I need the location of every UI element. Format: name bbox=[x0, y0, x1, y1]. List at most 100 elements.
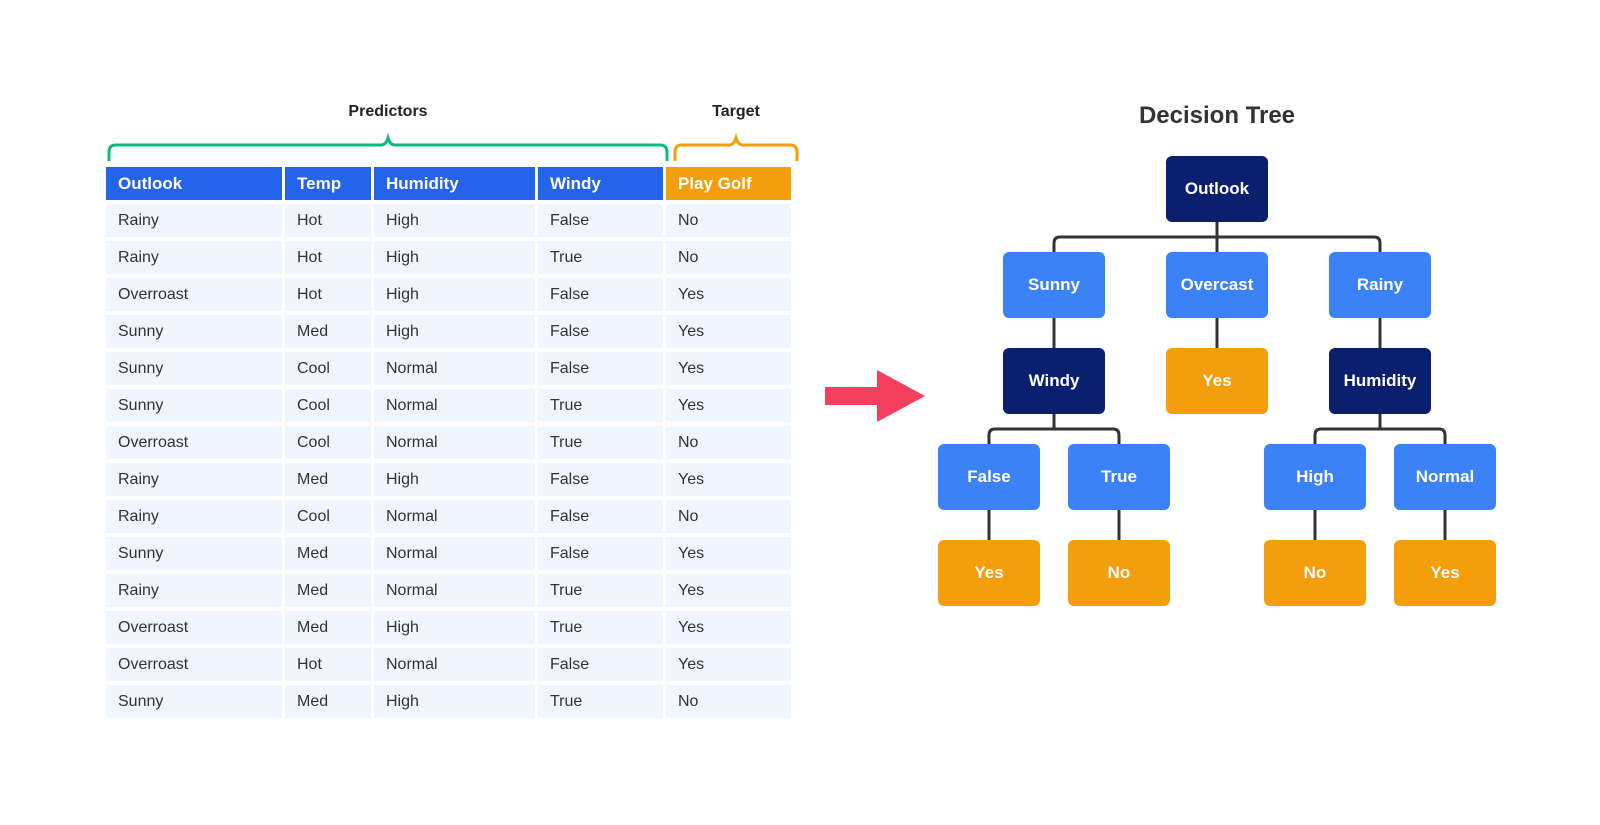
cell-play-golf: No bbox=[666, 500, 791, 533]
cell-humidity: Normal bbox=[374, 500, 535, 533]
cell-outlook: Rainy bbox=[106, 574, 282, 607]
cell-humidity: High bbox=[374, 278, 535, 311]
cell-outlook: Sunny bbox=[106, 537, 282, 570]
connector-humidity bbox=[1313, 414, 1447, 444]
cell-windy: False bbox=[538, 352, 663, 385]
cell-play-golf: Yes bbox=[666, 648, 791, 681]
cell-temp: Hot bbox=[285, 241, 371, 274]
data-table: Outlook Temp Humidity Windy Play Golf Ra… bbox=[103, 163, 794, 722]
cell-outlook: Rainy bbox=[106, 500, 282, 533]
connector-outlook bbox=[1052, 222, 1382, 252]
cell-windy: True bbox=[538, 389, 663, 422]
cell-outlook: Sunny bbox=[106, 685, 282, 718]
cell-humidity: Normal bbox=[374, 352, 535, 385]
cell-temp: Med bbox=[285, 463, 371, 496]
tree-node-overcast-yes: Yes bbox=[1166, 348, 1268, 414]
cell-play-golf: Yes bbox=[666, 315, 791, 348]
cell-temp: Cool bbox=[285, 426, 371, 459]
cell-temp: Med bbox=[285, 537, 371, 570]
cell-windy: True bbox=[538, 241, 663, 274]
cell-humidity: Normal bbox=[374, 389, 535, 422]
cell-temp: Hot bbox=[285, 204, 371, 237]
cell-windy: True bbox=[538, 574, 663, 607]
tree-node-true-no: No bbox=[1068, 540, 1170, 606]
cell-windy: False bbox=[538, 500, 663, 533]
tree-node-windy: Windy bbox=[1003, 348, 1105, 414]
cell-windy: False bbox=[538, 315, 663, 348]
tree-title: Decision Tree bbox=[1138, 102, 1296, 129]
tree-node-sunny: Sunny bbox=[1003, 252, 1105, 318]
cell-outlook: Overroast bbox=[106, 278, 282, 311]
cell-windy: False bbox=[538, 278, 663, 311]
cell-windy: False bbox=[538, 204, 663, 237]
header-outlook: Outlook bbox=[106, 167, 282, 200]
cell-temp: Hot bbox=[285, 648, 371, 681]
tree-node-true: True bbox=[1068, 444, 1170, 510]
tree-node-humidity: Humidity bbox=[1329, 348, 1431, 414]
cell-outlook: Rainy bbox=[106, 241, 282, 274]
tree-node-outlook: Outlook bbox=[1166, 156, 1268, 222]
tree-node-rainy: Rainy bbox=[1329, 252, 1431, 318]
cell-temp: Cool bbox=[285, 352, 371, 385]
cell-humidity: Normal bbox=[374, 426, 535, 459]
cell-temp: Cool bbox=[285, 500, 371, 533]
cell-temp: Cool bbox=[285, 389, 371, 422]
target-label: Target bbox=[712, 103, 760, 120]
header-windy: Windy bbox=[538, 167, 663, 200]
cell-humidity: Normal bbox=[374, 574, 535, 607]
cell-outlook: Overroast bbox=[106, 611, 282, 644]
cell-play-golf: Yes bbox=[666, 537, 791, 570]
cell-play-golf: No bbox=[666, 426, 791, 459]
cell-humidity: High bbox=[374, 315, 535, 348]
tree-node-normal-yes: Yes bbox=[1394, 540, 1496, 606]
cell-windy: True bbox=[538, 685, 663, 718]
cell-play-golf: No bbox=[666, 204, 791, 237]
cell-windy: False bbox=[538, 648, 663, 681]
cell-windy: True bbox=[538, 611, 663, 644]
predictors-bracket bbox=[107, 132, 669, 161]
table-header-row: Outlook Temp Humidity Windy Play Golf bbox=[106, 167, 791, 200]
cell-play-golf: Yes bbox=[666, 574, 791, 607]
cell-humidity: Normal bbox=[374, 537, 535, 570]
cell-outlook: Sunny bbox=[106, 315, 282, 348]
group-brackets bbox=[107, 132, 799, 161]
cell-windy: False bbox=[538, 537, 663, 570]
target-bracket bbox=[673, 132, 799, 161]
cell-humidity: High bbox=[374, 241, 535, 274]
tree-node-high: High bbox=[1264, 444, 1366, 510]
cell-windy: True bbox=[538, 426, 663, 459]
cell-outlook: Rainy bbox=[106, 204, 282, 237]
cell-outlook: Overroast bbox=[106, 648, 282, 681]
header-humidity: Humidity bbox=[374, 167, 535, 200]
cell-temp: Med bbox=[285, 611, 371, 644]
cell-outlook: Sunny bbox=[106, 389, 282, 422]
cell-temp: Med bbox=[285, 574, 371, 607]
tree-node-high-no: No bbox=[1264, 540, 1366, 606]
cell-temp: Med bbox=[285, 685, 371, 718]
cell-play-golf: No bbox=[666, 241, 791, 274]
cell-humidity: High bbox=[374, 204, 535, 237]
cell-humidity: Normal bbox=[374, 648, 535, 681]
cell-play-golf: Yes bbox=[666, 463, 791, 496]
cell-temp: Hot bbox=[285, 278, 371, 311]
cell-humidity: High bbox=[374, 463, 535, 496]
tree-node-normal: Normal bbox=[1394, 444, 1496, 510]
cell-outlook: Overroast bbox=[106, 426, 282, 459]
connector-windy bbox=[987, 414, 1121, 444]
header-play-golf: Play Golf bbox=[666, 167, 791, 200]
cell-play-golf: Yes bbox=[666, 352, 791, 385]
cell-play-golf: Yes bbox=[666, 389, 791, 422]
